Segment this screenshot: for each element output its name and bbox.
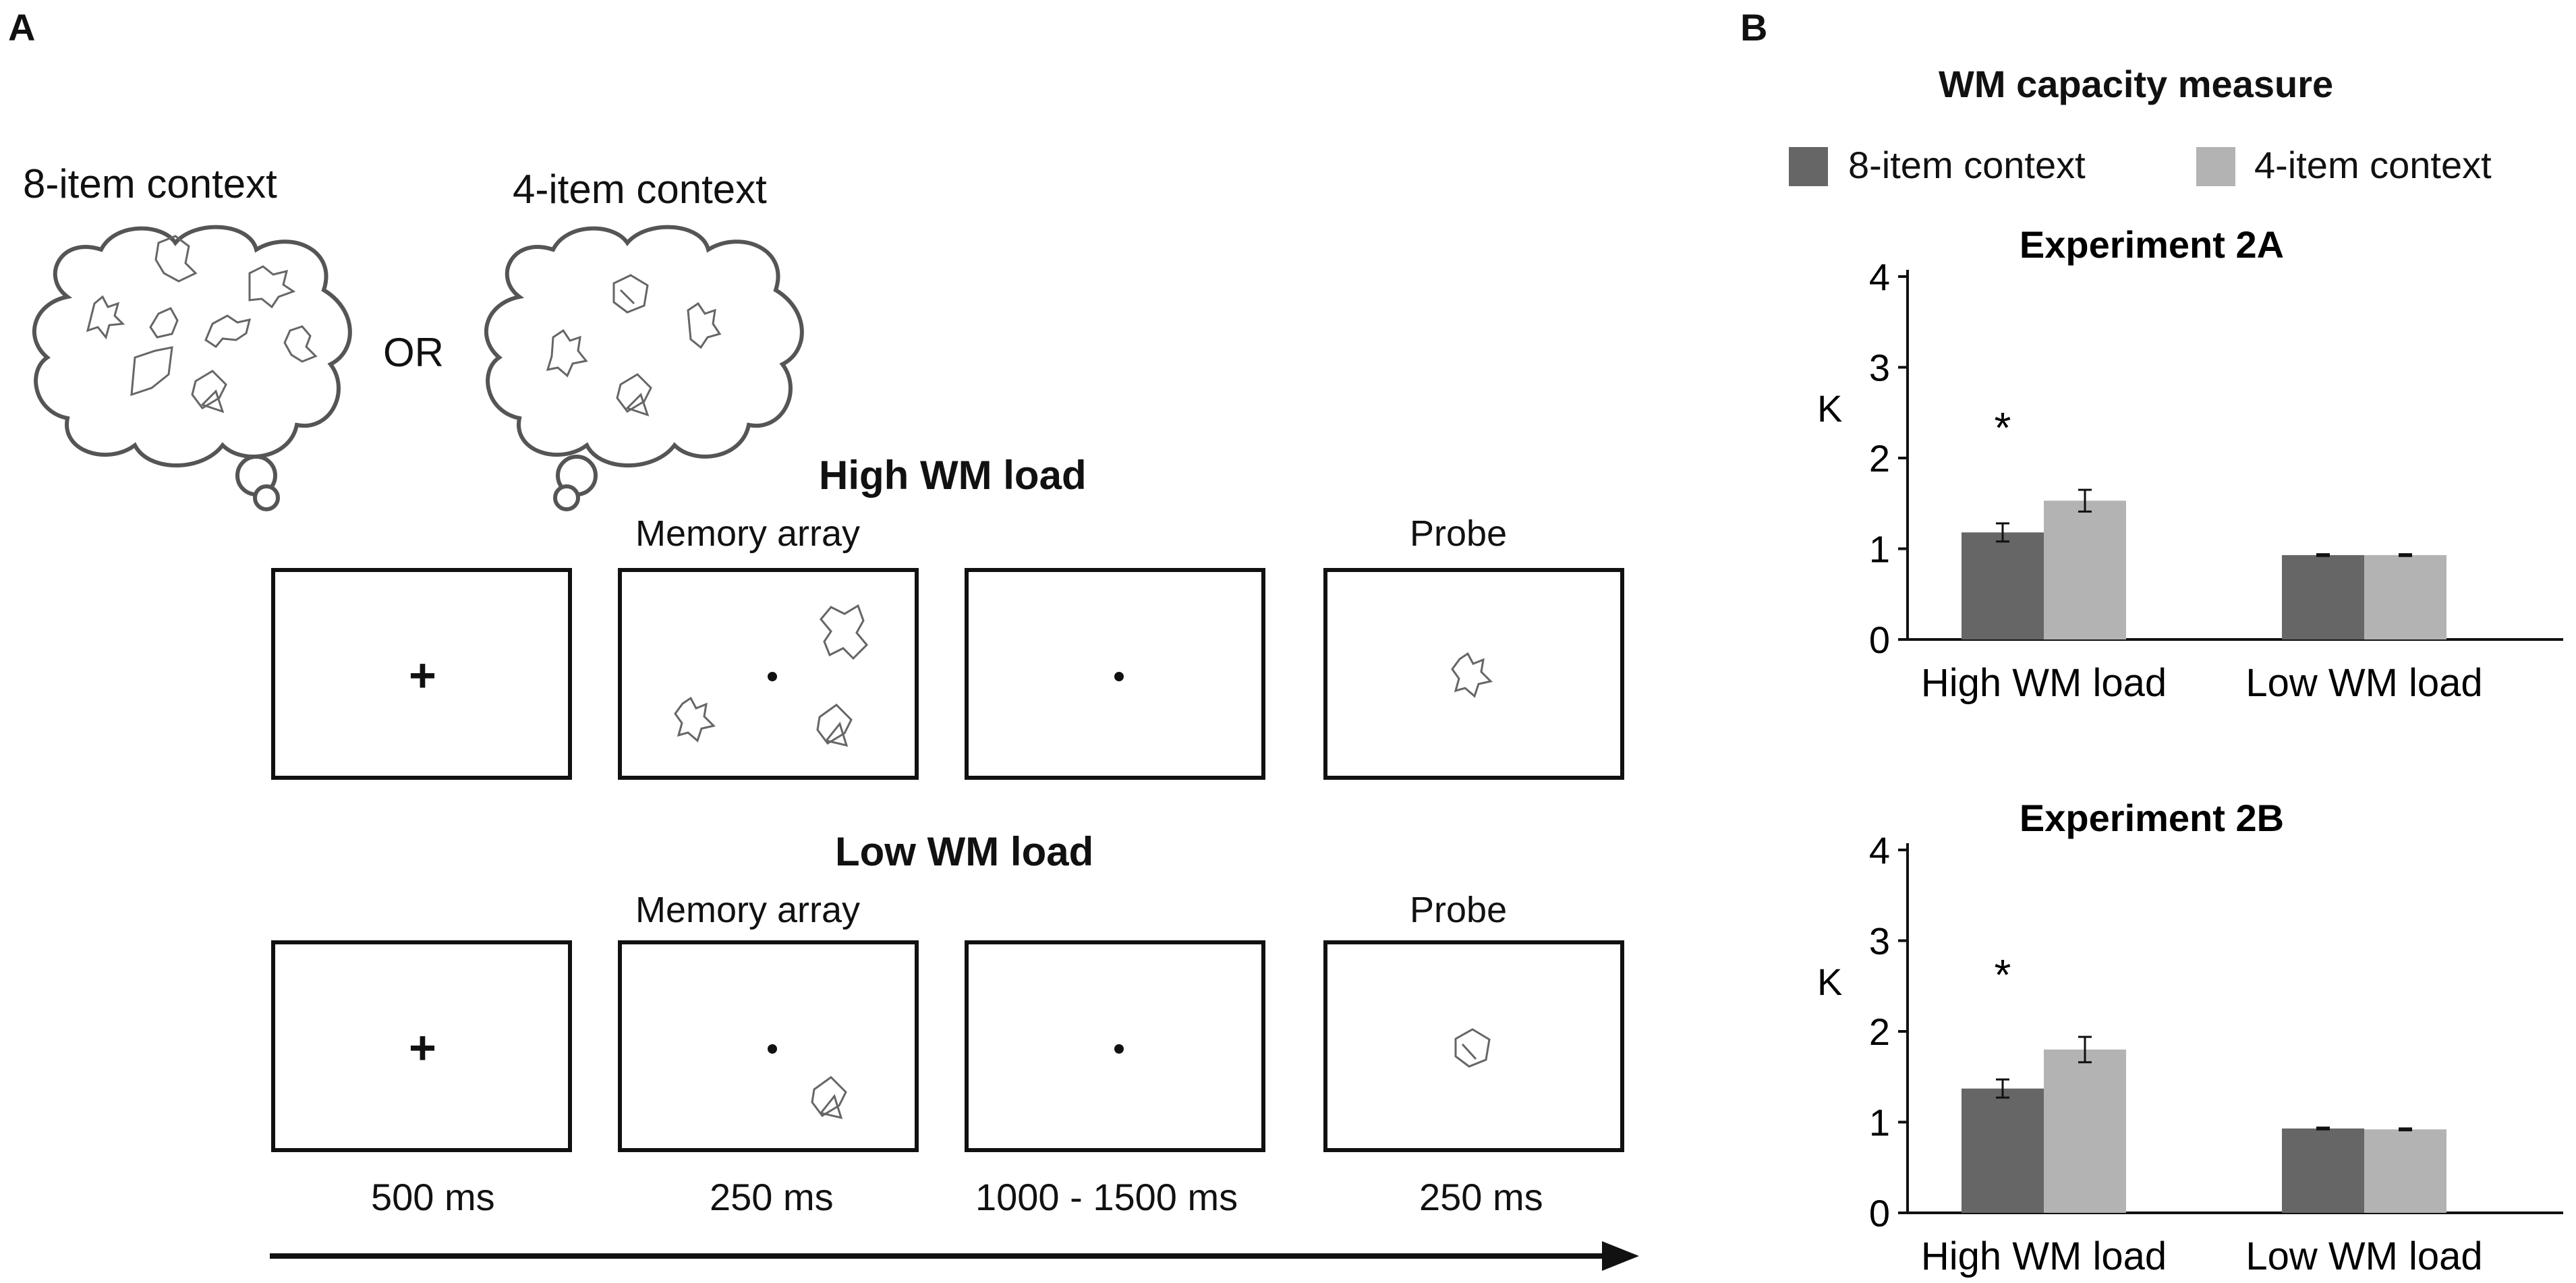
panel-b-title: WM capacity measure xyxy=(1939,63,2334,105)
screen-retention-low xyxy=(965,940,1265,1152)
panel-b-letter: B xyxy=(1740,6,1768,49)
y-tick-label: 4 xyxy=(1869,829,1890,872)
legend-swatch-4-item xyxy=(2196,147,2235,186)
screen-memory-array-high xyxy=(618,568,919,780)
probe-shape xyxy=(1454,1028,1491,1068)
screen-fixation-high: + xyxy=(271,568,572,780)
y-axis-label: K xyxy=(1817,961,1842,1003)
fixation-cross: + xyxy=(409,649,436,702)
y-tick-label: 3 xyxy=(1869,347,1890,389)
legend-swatch-8-item xyxy=(1789,147,1828,186)
screen-fixation-low: + xyxy=(271,940,572,1152)
chart-experiment-2b: Experiment 2B 0 1 2 3 4K High WM load Low WM lo… xyxy=(1817,797,2563,1278)
fixation-dot xyxy=(1114,672,1124,681)
probe-label-high: Probe xyxy=(1410,513,1508,554)
chart-title: Experiment 2B xyxy=(2020,797,2284,839)
cloud-8-item xyxy=(32,225,352,511)
bar xyxy=(2282,1128,2364,1213)
bar xyxy=(2282,554,2364,639)
y-tick-label: 2 xyxy=(1869,1010,1890,1053)
time-label-probe: 250 ms xyxy=(1419,1176,1543,1218)
significance-marker: * xyxy=(1995,950,2011,999)
y-tick-label: 2 xyxy=(1869,437,1890,480)
x-tick-label: Low WM load xyxy=(2245,1234,2482,1278)
memory-array-label-low: Memory array xyxy=(635,890,861,930)
chart-title: Experiment 2A xyxy=(2020,223,2284,266)
y-tick-label: 3 xyxy=(1869,920,1890,963)
y-tick-label: 1 xyxy=(1869,1102,1890,1144)
legend-label-4-item: 4-item context xyxy=(2254,144,2492,186)
y-tick-label: 0 xyxy=(1869,1192,1890,1234)
shape-item xyxy=(816,704,853,747)
high-load-title: High WM load xyxy=(819,453,1087,498)
screen-retention-high xyxy=(965,568,1265,780)
y-tick-label: 0 xyxy=(1869,619,1890,661)
low-load-title: Low WM load xyxy=(835,829,1094,874)
cloud-8-shapes xyxy=(86,235,318,414)
screen-probe-low xyxy=(1323,940,1624,1152)
bar xyxy=(1962,532,2044,639)
context-4-label: 4-item context xyxy=(513,167,767,212)
cloud-4-shapes xyxy=(546,274,722,417)
context-8-label: 8-item context xyxy=(23,161,277,206)
panel-a-letter: A xyxy=(8,6,36,49)
bar xyxy=(2364,554,2446,639)
time-label-fixation: 500 ms xyxy=(371,1176,495,1218)
bar xyxy=(2044,501,2126,639)
fixation-cross: + xyxy=(409,1021,436,1074)
bar xyxy=(1962,1088,2044,1213)
x-tick-label: High WM load xyxy=(1921,661,2167,705)
chart-experiment-2a: Experiment 2A 0 1 2 3 4K High WM load Low WM lo… xyxy=(1817,223,2563,705)
legend-label-8-item: 8-item context xyxy=(1848,144,2086,186)
y-tick-label: 1 xyxy=(1869,528,1890,571)
time-arrow xyxy=(270,1241,1639,1271)
fixation-dot xyxy=(768,1044,777,1054)
shape-item xyxy=(811,1076,847,1120)
screen-probe-high xyxy=(1323,568,1624,780)
bar xyxy=(2044,1049,2126,1213)
cloud-4-item xyxy=(484,225,804,511)
fixation-dot xyxy=(1114,1044,1124,1054)
time-label-memory: 250 ms xyxy=(710,1176,834,1218)
x-tick-label: High WM load xyxy=(1921,1234,2167,1278)
fixation-dot xyxy=(768,672,777,681)
y-axis-label: K xyxy=(1817,387,1842,430)
memory-array-label-high: Memory array xyxy=(635,513,861,554)
y-tick-label: 4 xyxy=(1869,256,1890,298)
bar xyxy=(2364,1129,2446,1213)
screen-memory-array-low xyxy=(618,940,919,1152)
shape-item xyxy=(674,696,716,743)
time-label-retention: 1000 - 1500 ms xyxy=(975,1176,1238,1218)
probe-shape xyxy=(1451,652,1493,698)
x-tick-label: Low WM load xyxy=(2245,661,2482,705)
significance-marker: * xyxy=(1995,403,2011,452)
probe-label-low: Probe xyxy=(1410,890,1508,930)
or-label: OR xyxy=(383,330,444,375)
shape-item xyxy=(820,604,869,660)
